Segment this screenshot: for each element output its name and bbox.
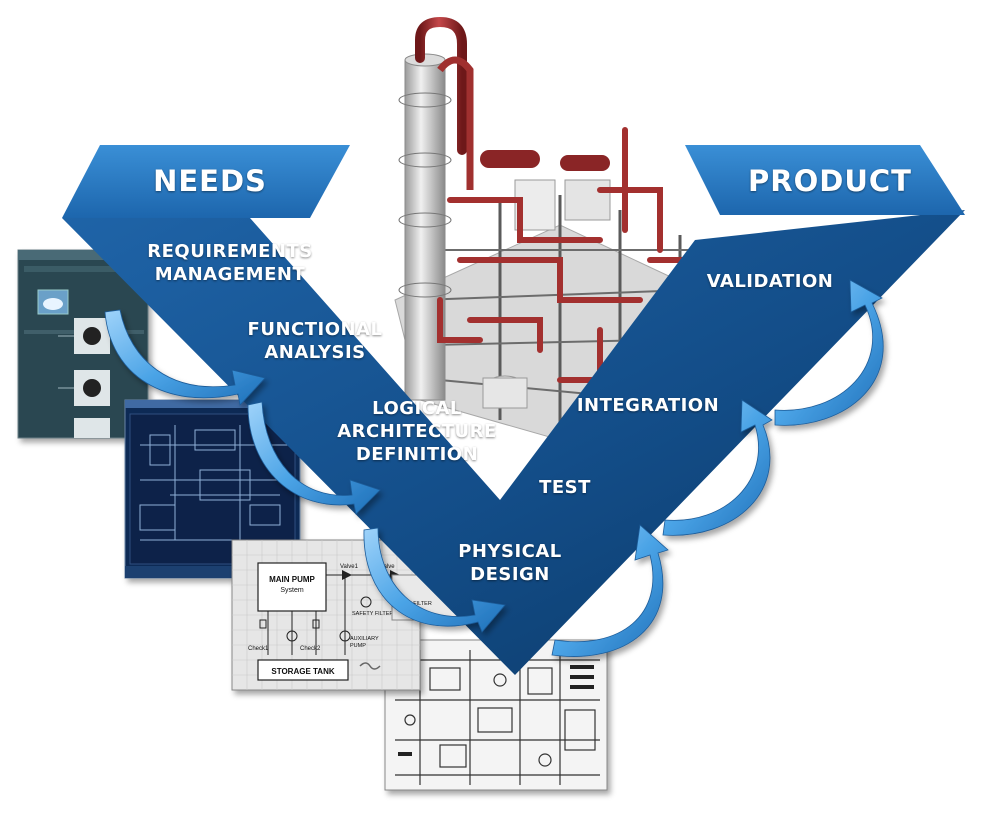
check2-label: Check2 — [300, 646, 321, 652]
physical-line-2: DESIGN — [470, 564, 550, 586]
logo-mark-icon — [359, 662, 381, 670]
logical-line-2: ARCHITECTURE — [337, 421, 497, 443]
test-label: TEST — [539, 477, 591, 498]
arrow-test-to-integration — [662, 399, 773, 536]
main-pump-sublabel: System — [280, 587, 304, 594]
functional-line-2: ANALYSIS — [264, 342, 366, 364]
logical-line-1: LOGICAL — [372, 398, 462, 419]
main-pump-box — [257, 562, 327, 612]
arrow-physical-to-test — [551, 524, 669, 657]
arrow-logical-to-physical — [363, 527, 506, 633]
functional-line-1: FUNCTIONAL — [247, 319, 383, 340]
valve1-label: Valve1 — [340, 564, 359, 570]
logical-architecture-label: LOGICAL ARCHITECTURE DEFINITION — [322, 397, 512, 466]
arrow-integration-to-validation — [774, 279, 884, 426]
functional-analysis-label: FUNCTIONAL ANALYSIS — [225, 318, 405, 364]
product-banner-label: PRODUCT — [748, 164, 912, 198]
arrow-requirements-to-functional — [104, 309, 266, 406]
arrow-functional-to-logical — [247, 401, 381, 515]
validation-label: VALIDATION — [706, 271, 834, 292]
v-model-shape — [62, 145, 965, 675]
integration-label: INTEGRATION — [576, 395, 720, 416]
product-banner — [685, 145, 965, 215]
pump-schematic-window: MAIN PUMP System Valve1 Valve Check1 Che… — [231, 539, 421, 691]
requirements-line-2: MANAGEMENT — [154, 264, 306, 286]
requirements-management-label: REQUIREMENTS MANAGEMENT — [135, 240, 325, 286]
main-pump-label: MAIN PUMP — [269, 575, 315, 584]
industrial-plant-illustration — [394, 16, 721, 441]
valve-label: Valve — [380, 564, 395, 570]
requirements-line-1: REQUIREMENTS — [147, 241, 313, 262]
storage-tank-box — [257, 659, 349, 681]
needs-banner — [62, 145, 350, 218]
aux-pump-label-2: PUMP — [350, 643, 366, 649]
aux-pump-label-1: AUXILIARY — [350, 636, 379, 642]
needs-banner-label: NEEDS — [153, 164, 267, 198]
storage-tank-label: STORAGE TANK — [271, 667, 334, 676]
physical-design-label: PHYSICAL DESIGN — [430, 540, 590, 586]
check1-label: Check1 — [248, 646, 269, 652]
safety-filter-label: SAFETY FILTER — [352, 611, 393, 617]
logical-line-3: DEFINITION — [355, 444, 479, 466]
wiring-diagram-page — [384, 639, 608, 791]
physical-line-1: PHYSICAL — [458, 541, 562, 562]
flow-arrows — [104, 279, 884, 657]
